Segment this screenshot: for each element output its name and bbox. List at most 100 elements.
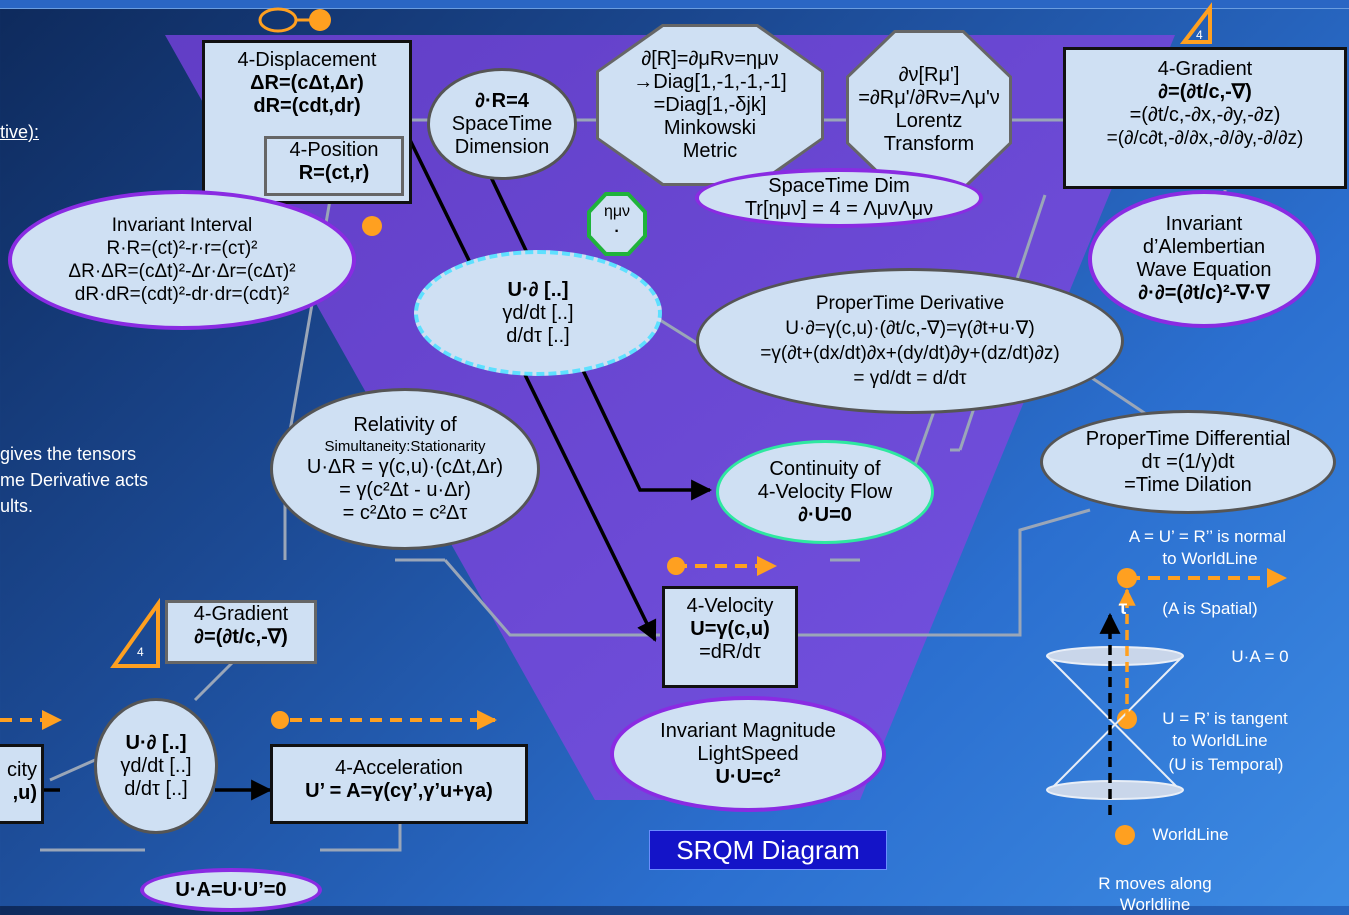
dalembertian-line4: ∂·∂=(∂t/c)²-∇·∇ <box>1138 282 1270 304</box>
acceleration-title: 4-Acceleration <box>335 757 463 779</box>
propertime-deriv-title: ProperTime Derivative <box>815 293 1005 314</box>
propertime-diff-line3: =Time Dilation <box>1124 473 1252 496</box>
interval-ellipse[interactable]: Invariant Interval R·R=(ct)²-r·r=(cτ)² Δ… <box>8 190 356 330</box>
metric-line5: Metric <box>682 139 738 162</box>
velocity-line1: U=γ(c,u) <box>690 618 770 640</box>
gradient-line1: ∂=(∂t/c,-∇) <box>1158 81 1252 103</box>
velocity-line2: =dR/dτ <box>699 641 761 663</box>
gradient-line2: =(∂t/c,-∂x,-∂y,-∂z) <box>1129 104 1281 126</box>
magnitude-ellipse[interactable]: Invariant Magnitude LightSpeed U·U=c² <box>610 696 886 812</box>
continuity-line2: 4-Velocity Flow <box>757 480 893 503</box>
relativity-line2: Simultaneity:Stationarity <box>324 437 486 455</box>
relativity-ellipse[interactable]: Relativity of Simultaneity:Stationarity … <box>270 388 540 550</box>
interval-line1: R·R=(ct)²-r·r=(cτ)² <box>106 238 258 259</box>
continuity-ellipse[interactable]: Continuity of 4-Velocity Flow ∂·U=0 <box>716 440 934 544</box>
bottom-gradient-line: ∂=(∂t/c,-∇) <box>194 626 288 648</box>
left-fragment-line: ults. <box>0 496 34 516</box>
velocity-title: 4-Velocity <box>686 595 774 617</box>
top-bar <box>0 0 1349 9</box>
bottom-gradient-box[interactable]: 4-Gradient ∂=(∂t/c,-∇) <box>165 600 317 664</box>
interval-line3: dR·dR=(cdt)²-dr·dr=(cdτ)² <box>74 284 290 305</box>
triangle-icon-bottom <box>110 597 160 668</box>
interval-line2: ΔR·ΔR=(cΔt)²-Δr·Δr=(cΔτ)² <box>68 261 296 282</box>
lorentz-line3: Lorentz <box>895 110 963 132</box>
bottom-udel-line1: U·∂ [..] <box>125 731 187 754</box>
lorentz-octagon[interactable]: ∂ν[Rμ'] =∂Rμ'/∂Rν=Λμ'ν Lorentz Transform <box>849 33 1009 187</box>
lorentz-line1: ∂ν[Rμ'] <box>898 64 960 86</box>
light-cone-icon <box>1046 646 1184 800</box>
worldline-ua: U·A = 0 <box>1231 647 1289 666</box>
worldline-tau: τ <box>1118 598 1128 619</box>
triangle-icon <box>1179 2 1212 44</box>
propertime-differential-ellipse[interactable]: ProperTime Differential dτ =(1/γ)dt =Tim… <box>1040 410 1336 514</box>
metric-line4: Minkowski <box>663 116 757 139</box>
worldline-a-line2: to WorldLine <box>1162 549 1258 568</box>
worldline-u-line1: U = R’ is tangent <box>1162 709 1288 728</box>
worldline-u-line3: (U is Temporal) <box>1168 755 1284 774</box>
metric-line2: →Diag[1,-1,-1,-1] <box>633 70 787 93</box>
gradient-title: 4-Gradient <box>1157 58 1253 80</box>
propertime-deriv-line2: =γ(∂t+(dx/dt)∂x+(dy/dt)∂y+(dz/dt)∂z) <box>760 343 1060 364</box>
position-title: 4-Position <box>289 139 379 161</box>
displacement-title: 4-Displacement <box>237 49 377 71</box>
dimension-line2: SpaceTime <box>451 112 553 135</box>
propertime-derivative-ellipse[interactable]: ProperTime Derivative U·∂=γ(c,u)·(∂t/c,-… <box>696 268 1124 414</box>
eta-line2: · <box>614 223 620 240</box>
gradient-line3: =(∂/c∂t,-∂/∂x,-∂/∂y,-∂/∂z) <box>1106 128 1304 149</box>
relativity-line4: = γ(c²Δt - u·Δr) <box>339 478 471 501</box>
spacetime-dim-line1: SpaceTime Dim <box>768 175 910 197</box>
magnitude-line1: Invariant Magnitude <box>660 719 836 742</box>
metric-octagon[interactable]: ∂[R]=∂μRν=ημν →Diag[1,-1,-1,-1] =Diag[1,… <box>599 27 821 183</box>
bottom-udel-line3: d/dτ [..] <box>124 777 188 800</box>
spacetime-dim-ellipse[interactable]: SpaceTime Dim Tr[ημν] = 4 = ΛμνΛμν <box>695 168 983 228</box>
displacement-line2: dR=(cdt,dr) <box>253 95 361 117</box>
eta-hex[interactable]: ημν · <box>591 196 643 252</box>
magnitude-line3: U·U=c² <box>715 765 781 788</box>
dimension-line1: ∂·R=4 <box>475 89 529 112</box>
continuity-line1: Continuity of <box>769 457 881 480</box>
propertime-deriv-line1: U·∂=γ(c,u)·(∂t/c,-∇)=γ(∂t+u·∇) <box>785 318 1035 339</box>
velocity-box[interactable]: 4-Velocity U=γ(c,u) =dR/dτ <box>662 586 798 688</box>
displacement-line1: ΔR=(cΔt,Δr) <box>250 72 364 94</box>
u-dot-del-line3: d/dτ [..] <box>506 324 570 347</box>
u-dot-a-line: U·A=U·U’=0 <box>175 878 287 901</box>
magnitude-line2: LightSpeed <box>697 742 799 765</box>
relativity-line5: = c²Δto = c²Δτ <box>342 501 468 524</box>
funnel-shape <box>165 35 1175 800</box>
u-dot-del-line2: γd/dt [..] <box>502 301 574 324</box>
dalembertian-line3: Wave Equation <box>1136 259 1272 281</box>
gradient-box[interactable]: 4-Gradient ∂=(∂t/c,-∇) =(∂t/c,-∂x,-∂y,-∂… <box>1063 47 1347 189</box>
u-dot-del-ellipse[interactable]: U·∂ [..] γd/dt [..] d/dτ [..] <box>414 250 662 376</box>
bottom-velocity-box[interactable]: city ,u) <box>0 744 44 824</box>
bottom-gradient-badge: 4 <box>137 645 144 659</box>
dalembertian-line1: Invariant <box>1165 213 1243 235</box>
bottom-udel-line2: γd/dt [..] <box>120 754 192 777</box>
lorentz-line2: =∂Rμ'/∂Rν=Λμ'ν <box>858 87 1000 109</box>
dimension-ellipse[interactable]: ∂·R=4 SpaceTime Dimension <box>427 68 577 180</box>
eta-line1: ημν <box>603 203 631 220</box>
propertime-deriv-line3: = γd/dt = d/dτ <box>853 368 967 389</box>
dalembertian-ellipse[interactable]: Invariant d’Alembertian Wave Equation ∂·… <box>1088 190 1320 328</box>
gradient-badge: 4 <box>1196 28 1203 42</box>
dalembertian-line2: d’Alembertian <box>1142 236 1266 258</box>
u-dot-a-ellipse[interactable]: U·A=U·U’=0 <box>140 868 322 912</box>
position-line1: R=(ct,r) <box>298 162 370 184</box>
position-box[interactable]: 4-Position R=(ct,r) <box>264 136 404 196</box>
arrow-displacement-to-velocity <box>408 139 657 642</box>
dimension-line3: Dimension <box>454 135 550 158</box>
propertime-diff-line1: ProperTime Differential <box>1085 427 1291 450</box>
propertime-diff-line2: dτ =(1/γ)dt <box>1141 450 1235 473</box>
worldline-label: WorldLine <box>1152 825 1229 844</box>
u-dot-del-line1: U·∂ [..] <box>507 278 569 301</box>
worldline-r-line2: Worldline <box>1119 895 1191 914</box>
left-fragment-top: tive): <box>0 122 40 142</box>
worldline-a-spatial: (A is Spatial) <box>1162 599 1258 618</box>
toggle-icon <box>258 7 331 33</box>
srqm-diagram-label: SRQM Diagram <box>649 830 887 870</box>
acceleration-box[interactable]: 4-Acceleration U’ = A=γ(cγ’,γ’u+γa) <box>270 744 528 824</box>
bottom-vel-frag1: city <box>7 759 37 781</box>
worldline-r-line1: R moves along <box>1098 874 1212 893</box>
continuity-line3: ∂·U=0 <box>798 503 852 526</box>
bottom-u-dot-del-ellipse[interactable]: U·∂ [..] γd/dt [..] d/dτ [..] <box>94 698 218 834</box>
